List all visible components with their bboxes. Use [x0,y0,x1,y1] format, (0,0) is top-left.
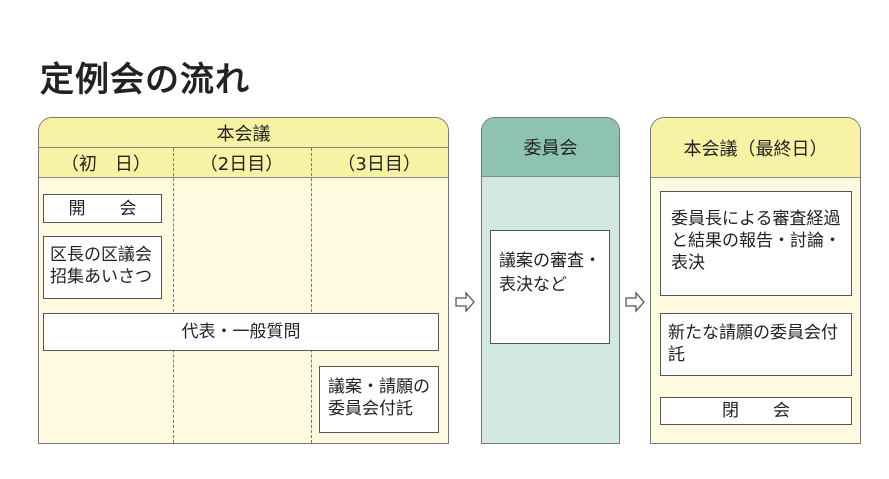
day-3-label: （3日目） [337,153,421,175]
arrow-right-icon [625,291,645,313]
day-divider [173,148,174,443]
day-header-row: （初 日） （2日目） （3日目） [39,148,448,178]
day-1-label: （初 日） [60,153,151,175]
petition-referral-box: 新たな請願の委員会付託 [660,313,852,376]
final-title: 本会議（最終日） [651,118,860,178]
plenary-title: 本会議 [39,118,448,148]
day-divider [311,148,312,443]
page-title: 定例会の流れ [40,60,250,100]
day-2-label: （2日目） [199,153,284,175]
greeting-box: 区長の区議会招集あいさつ [43,236,162,299]
report-box: 委員長による審査経過と結果の報告・討論・表決 [660,191,852,296]
questions-box: 代表・一般質問 [43,313,439,351]
final-plenary-panel: 本会議（最終日） 委員長による審査経過と結果の報告・討論・表決 新たな請願の委員… [650,117,861,444]
opening-box: 開 会 [43,194,162,223]
arrow-right-icon [455,291,475,313]
plenary-panel: 本会議 （初 日） （2日目） （3日目） 開 会 区長の区議会招集あいさつ 代… [38,117,449,444]
committee-panel: 委員会 議案の審査・表決など [481,117,620,444]
closing-box: 閉 会 [660,397,852,425]
committee-title: 委員会 [482,118,619,177]
referral-box: 議案・請願の委員会付託 [319,366,439,433]
committee-item-box: 議案の審査・表決など [490,230,610,344]
